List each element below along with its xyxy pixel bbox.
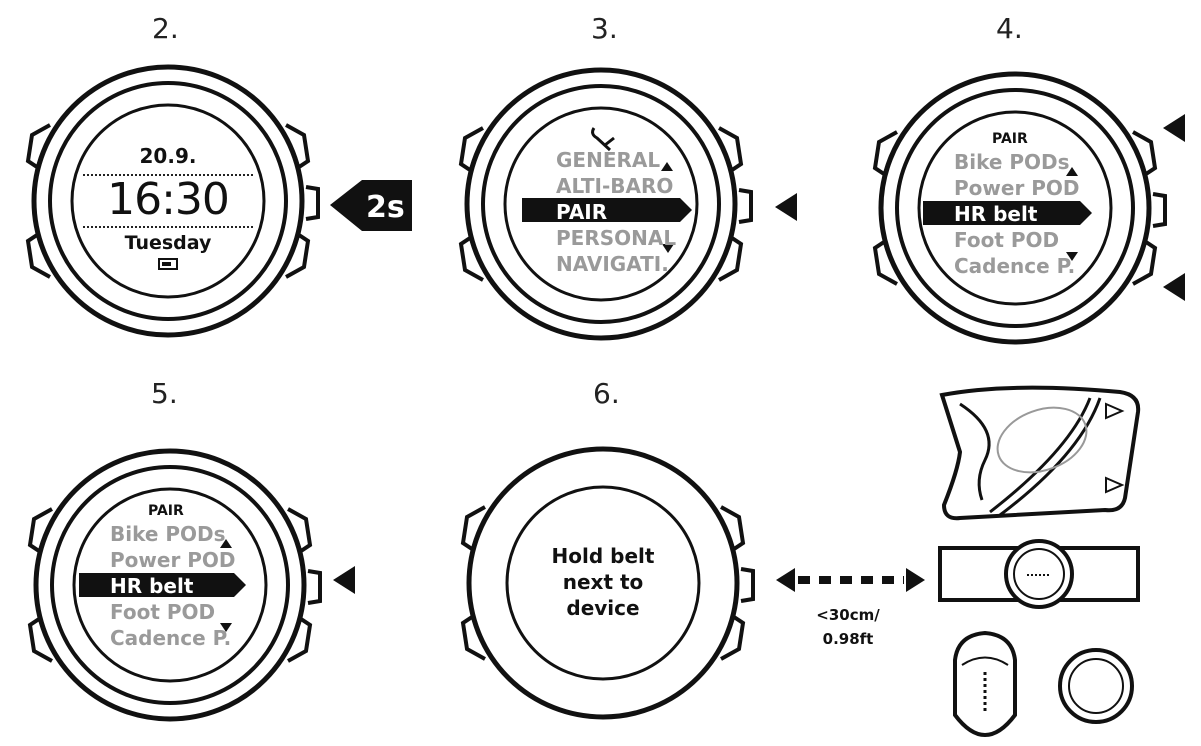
scroll-up-icon — [1066, 167, 1078, 176]
hr-strap-icon — [938, 539, 1140, 609]
button-press-arrow-icon — [1163, 114, 1185, 142]
scroll-down-icon — [662, 244, 674, 253]
hr-belt-transmitter-icon — [939, 385, 1141, 521]
double-arrow-icon — [776, 568, 925, 592]
pod-icon — [1058, 648, 1134, 724]
scroll-up-icon — [661, 162, 673, 171]
menu-item-bike-pods[interactable]: Bike PODs — [954, 150, 1070, 174]
step-label-5: 5. — [151, 377, 178, 410]
distance-metric: <30cm/ — [816, 606, 880, 624]
watch-screen-pair-menu: Bike PODs Power POD HR belt Foot POD Cad… — [954, 149, 1080, 279]
watch-screen-pairing-message: Hold belt next to device — [533, 543, 673, 621]
distance-imperial: 0.98ft — [822, 630, 874, 648]
button-press-arrow-icon — [330, 180, 412, 231]
menu-item-hr-belt[interactable]: HR belt — [110, 574, 194, 598]
menu-item-cadence-pod[interactable]: Cadence P. — [110, 626, 232, 650]
battery-icon — [158, 258, 178, 270]
wrench-icon — [591, 127, 615, 152]
hold-badge-text: 2s — [366, 190, 405, 225]
menu-item-pair[interactable]: PAIR — [556, 200, 608, 224]
watch-screen-pair-menu: Bike PODs Power POD HR belt Foot POD Cad… — [110, 521, 236, 651]
foot-pod-icon — [953, 630, 1017, 738]
selected-bar-4 — [923, 201, 1092, 225]
day-text: Tuesday — [124, 232, 212, 254]
divider — [83, 174, 253, 176]
button-press-arrow-icon — [333, 566, 355, 594]
menu-item-foot-pod[interactable]: Foot POD — [954, 228, 1060, 252]
button-press-arrow-icon — [1163, 273, 1185, 301]
distance-note: <30cm/ 0.98ft — [803, 603, 893, 651]
scroll-down-icon — [1066, 252, 1078, 261]
button-press-arrow-icon — [775, 193, 797, 221]
selected-bar-3 — [522, 198, 692, 222]
menu-item-foot-pod[interactable]: Foot POD — [110, 600, 216, 624]
menu-item-personal[interactable]: PERSONAL — [556, 226, 677, 250]
menu-item-hr-belt[interactable]: HR belt — [954, 202, 1038, 226]
message-line: device — [566, 596, 640, 620]
step-label-2: 2. — [152, 12, 179, 45]
menu-item-power-pod[interactable]: Power POD — [954, 176, 1080, 200]
time-text: 16:30 — [107, 174, 230, 225]
menu-item-alti-baro[interactable]: ALTI-BARO — [556, 174, 674, 198]
menu-item-bike-pods[interactable]: Bike PODs — [110, 522, 226, 546]
menu-title-pair: PAIR — [148, 503, 184, 519]
message-line: Hold belt — [551, 544, 655, 568]
menu-item-cadence-pod[interactable]: Cadence P. — [954, 254, 1076, 278]
selected-bar-5 — [79, 573, 246, 597]
date-text: 20.9. — [139, 144, 197, 168]
menu-item-power-pod[interactable]: Power POD — [110, 548, 236, 572]
divider — [83, 226, 253, 228]
step-label-3: 3. — [591, 12, 618, 45]
watch-screen-settings-menu: GENERAL ALTI-BARO PAIR PERSONAL NAVIGATI… — [556, 147, 676, 277]
watch-screen-time: 20.9. 16:30 Tuesday — [78, 144, 258, 270]
menu-item-navigation[interactable]: NAVIGATI. — [556, 252, 669, 276]
message-line: next to — [562, 570, 644, 594]
scroll-up-icon — [220, 539, 232, 548]
step-label-6: 6. — [593, 377, 620, 410]
step-label-4: 4. — [996, 12, 1023, 45]
menu-item-general[interactable]: GENERAL — [556, 148, 661, 172]
menu-title-pair: PAIR — [992, 131, 1028, 147]
scroll-down-icon — [220, 623, 232, 632]
